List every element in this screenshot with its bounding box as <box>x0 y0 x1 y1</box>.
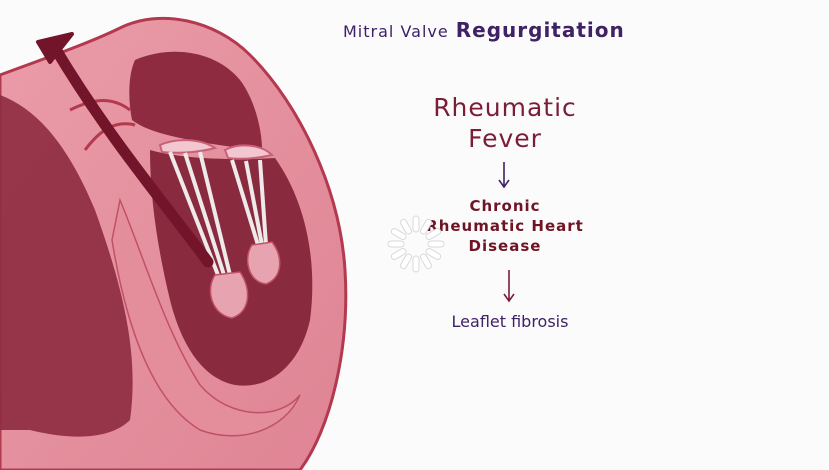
heart-illustration <box>0 0 360 470</box>
step-leaflet-fibrosis: Leaflet fibrosis <box>430 312 590 331</box>
flow-arrow-2 <box>502 268 516 304</box>
slide-title: Mitral Valve Regurgitation <box>343 18 625 42</box>
step1-line2: Fever <box>430 123 580 154</box>
title-part2: Regurgitation <box>456 18 625 42</box>
step-rheumatic-fever: Rheumatic Fever <box>430 92 580 154</box>
loading-spinner-icon <box>384 212 448 276</box>
title-part1: Mitral Valve <box>343 22 449 41</box>
step1-line1: Rheumatic <box>430 92 580 123</box>
flow-arrow-1 <box>497 160 511 190</box>
